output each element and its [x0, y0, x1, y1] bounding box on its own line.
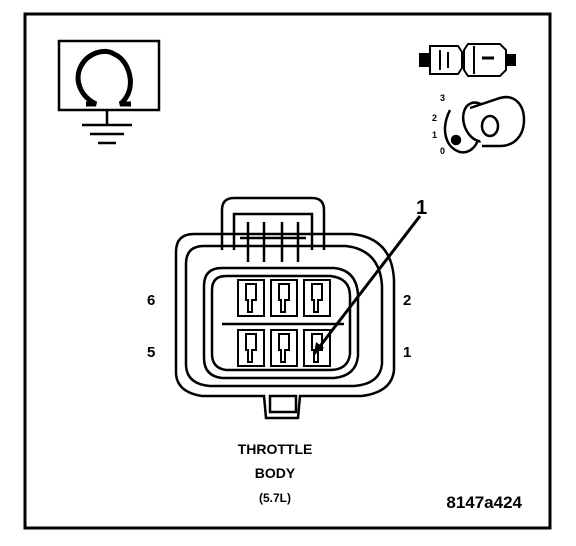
- ignition-position-1: 1: [432, 130, 437, 140]
- pin-label-2: 2: [403, 292, 411, 309]
- callout-number: 1: [416, 197, 427, 219]
- connector-disconnected-icon: [419, 43, 516, 77]
- connector-name-line2: BODY: [255, 465, 296, 481]
- pin-label-6: 6: [147, 292, 155, 309]
- pin-label-1: 1: [403, 344, 411, 361]
- diagram-border: [23, 12, 552, 530]
- ignition-key-icon: [443, 95, 526, 154]
- figure-id: 8147a424: [446, 493, 522, 512]
- callout-arrowhead: [314, 342, 324, 354]
- ignition-position-0: 0: [440, 146, 445, 156]
- ignition-position-2: 2: [432, 113, 437, 123]
- throttle-body-connector: [174, 196, 396, 420]
- callout-leader-line: [312, 215, 422, 355]
- connector-variant: (5.7L): [259, 491, 291, 505]
- ohmmeter-icon: [57, 39, 161, 145]
- ignition-position-3: 3: [440, 93, 445, 103]
- pin-label-5: 5: [147, 344, 155, 361]
- connector-name-line1: THROTTLE: [238, 441, 313, 457]
- terminal-cavities: [237, 279, 331, 367]
